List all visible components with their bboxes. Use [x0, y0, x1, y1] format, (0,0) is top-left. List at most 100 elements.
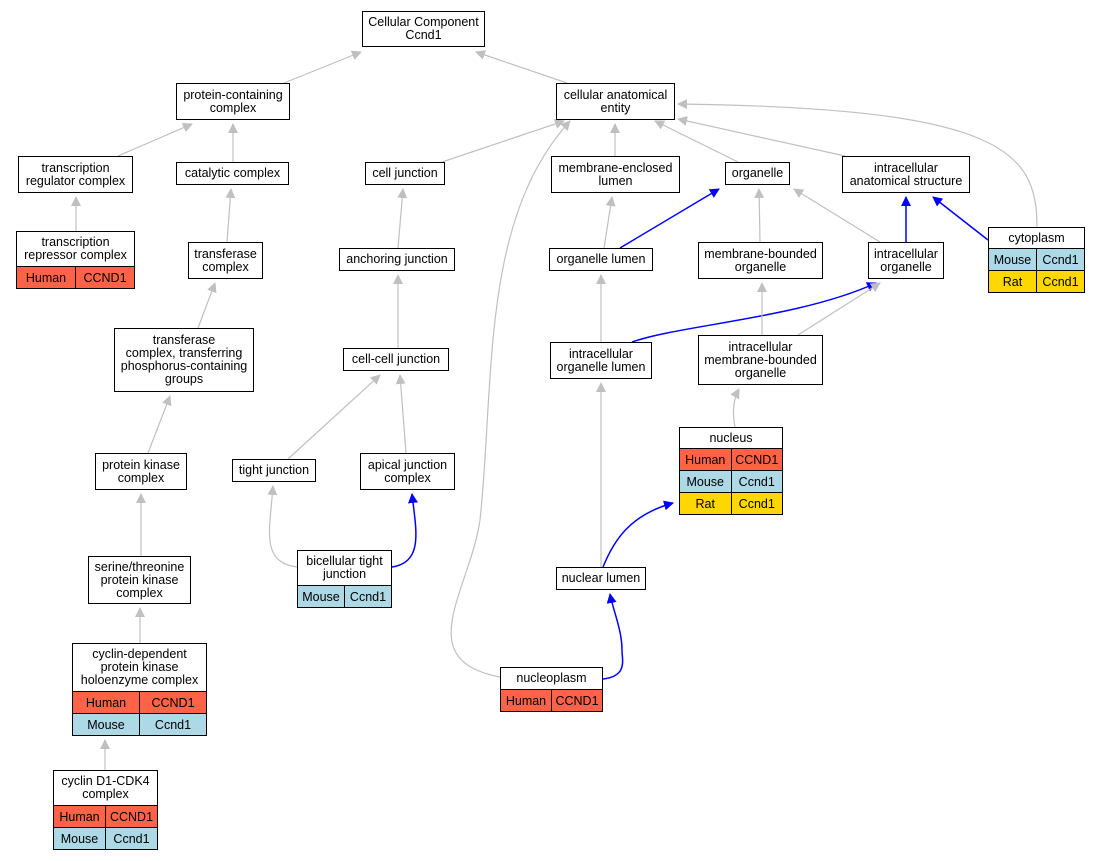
- species-row: Human CCND1: [501, 689, 602, 711]
- node-label: nucleoplasm: [516, 671, 587, 685]
- edge-nucleus-to-intracellular-membrane: [730, 388, 740, 428]
- node-label: tight junction: [238, 463, 310, 477]
- species-cell: Mouse: [60, 831, 99, 846]
- edge-intracellular-organelle-to-organelle: [793, 188, 881, 243]
- node-serine-threonine-kinase-complex[interactable]: serine/threonine protein kinase complex: [88, 556, 191, 604]
- node-intracellular-anatomical-structure[interactable]: intracellular anatomical structure: [842, 156, 970, 193]
- node-label: protein kinase complex: [102, 457, 180, 485]
- species-cell: Mouse: [87, 717, 125, 732]
- edge-cytoplasm-to-cellular-anatomical: [677, 99, 1038, 228]
- edge-organelle-lumen-to-membrane-enclosed: [603, 196, 616, 249]
- edge-bicellular-to-apical-junction: [391, 493, 418, 568]
- node-label: cellular anatomical entity: [563, 87, 668, 115]
- edge-anchoring-to-cell-junction: [397, 188, 408, 249]
- species-row: Human CCND1: [54, 805, 157, 827]
- node-label: organelle lumen: [556, 252, 646, 266]
- gene-cell: CCND1: [139, 692, 206, 713]
- species-row: Mouse Ccnd1: [54, 827, 157, 849]
- node-label: transferase complex, transferring phosph…: [120, 333, 248, 386]
- node-cellular-component[interactable]: Cellular Component Ccnd1: [362, 11, 485, 47]
- node-label: membrane-enclosed lumen: [558, 160, 673, 188]
- node-membrane-enclosed-lumen[interactable]: membrane-enclosed lumen: [551, 156, 680, 193]
- gene-cell: Ccnd1: [730, 471, 783, 492]
- gene-cell: CCND1: [75, 267, 134, 288]
- species-cell: Human: [505, 693, 547, 708]
- node-label: bicellular tight junction: [306, 554, 383, 581]
- edge-organelle-to-cellular-anatomical: [654, 120, 739, 163]
- species-cell: Rat: [695, 496, 715, 511]
- node-transcription-regulator-complex[interactable]: transcription regulator complex: [18, 156, 133, 193]
- node-transferase-phosphorus-groups[interactable]: transferase complex, transferring phosph…: [114, 328, 254, 392]
- node-label: Cellular Component Ccnd1: [368, 15, 479, 42]
- edge-nucleoplasm-to-cellular-anatomical: [450, 120, 571, 678]
- gene-cell: Ccnd1: [1036, 249, 1084, 270]
- node-label: nucleus: [709, 430, 753, 445]
- node-cell-cell-junction[interactable]: cell-cell junction: [343, 348, 449, 371]
- edge-cell-junction-to-cellular-anatomical: [441, 119, 565, 163]
- node-cdk-holoenzyme-complex[interactable]: cyclin-dependent protein kinase holoenzy…: [72, 643, 207, 736]
- species-row: Human CCND1: [680, 448, 782, 470]
- gene-cell: Ccnd1: [139, 714, 206, 735]
- node-label: transcription repressor complex: [24, 235, 127, 262]
- node-label: cyclin D1-CDK4 complex: [61, 774, 150, 801]
- species-cell: Human: [59, 809, 100, 824]
- node-label: intracellular organelle lumen: [556, 346, 646, 374]
- node-label: cell junction: [372, 166, 438, 180]
- node-label: intracellular membrane-bounded organelle: [704, 339, 817, 380]
- species-cell: Human: [685, 452, 726, 467]
- node-tight-junction[interactable]: tight junction: [232, 459, 316, 482]
- node-protein-containing-complex[interactable]: protein-containing complex: [176, 83, 290, 120]
- node-cellular-anatomical-entity[interactable]: cellular anatomical entity: [556, 83, 675, 120]
- node-apical-junction-complex[interactable]: apical junction complex: [360, 453, 455, 490]
- node-intracellular-membrane-bounded-organelle[interactable]: intracellular membrane-bounded organelle: [698, 335, 823, 385]
- edge-tight-junction-to-cell-cell: [287, 374, 381, 460]
- node-label: anchoring junction: [346, 252, 448, 266]
- edge-organelle-lumen-to-organelle: [619, 188, 720, 249]
- node-label: intracellular organelle: [874, 246, 938, 274]
- gene-cell: CCND1: [105, 806, 157, 827]
- edge-nucleoplasm-to-nuclear-lumen: [602, 593, 624, 680]
- edge-transferase-phospho-to-transferase: [197, 282, 217, 329]
- node-label: cyclin-dependent protein kinase holoenzy…: [80, 647, 199, 687]
- node-membrane-bounded-organelle[interactable]: membrane-bounded organelle: [698, 242, 823, 279]
- node-transferase-complex[interactable]: transferase complex: [188, 242, 263, 279]
- node-cell-junction[interactable]: cell junction: [365, 162, 445, 185]
- node-label: catalytic complex: [184, 166, 281, 180]
- node-organelle[interactable]: organelle: [725, 162, 790, 185]
- gene-cell: CCND1: [730, 449, 783, 470]
- node-label: cytoplasm: [1008, 230, 1065, 245]
- edge-nuclear-lumen-to-nucleus: [602, 500, 674, 568]
- node-label: cell-cell junction: [351, 352, 441, 366]
- edge-intracellular-membrane-to-intracellular-organelle: [797, 282, 881, 336]
- node-organelle-lumen[interactable]: organelle lumen: [549, 248, 653, 271]
- node-protein-kinase-complex[interactable]: protein kinase complex: [95, 453, 187, 490]
- node-label: transcription regulator complex: [25, 160, 126, 188]
- edge-cellular-anatomical-to-root: [475, 50, 568, 84]
- node-label: serine/threonine protein kinase complex: [94, 559, 185, 600]
- node-catalytic-complex[interactable]: catalytic complex: [176, 162, 289, 185]
- node-intracellular-organelle-lumen[interactable]: intracellular organelle lumen: [550, 342, 652, 379]
- species-row: Mouse Ccnd1: [73, 713, 206, 735]
- gene-cell: Ccnd1: [105, 828, 157, 849]
- edge-transcription-regulator-to-protein-containing: [117, 122, 193, 157]
- node-nucleoplasm[interactable]: nucleoplasm Human CCND1: [500, 667, 603, 712]
- species-cell: Mouse: [993, 252, 1032, 267]
- node-anchoring-junction[interactable]: anchoring junction: [339, 248, 455, 271]
- gene-cell: CCND1: [551, 690, 602, 711]
- node-label: apical junction complex: [367, 457, 448, 485]
- edge-apical-junction-to-cell-cell: [395, 374, 407, 454]
- node-intracellular-organelle[interactable]: intracellular organelle: [868, 242, 944, 279]
- edge-bicellular-to-tight-junction: [267, 485, 298, 568]
- node-label: nuclear lumen: [561, 571, 641, 585]
- node-nuclear-lumen[interactable]: nuclear lumen: [556, 567, 646, 590]
